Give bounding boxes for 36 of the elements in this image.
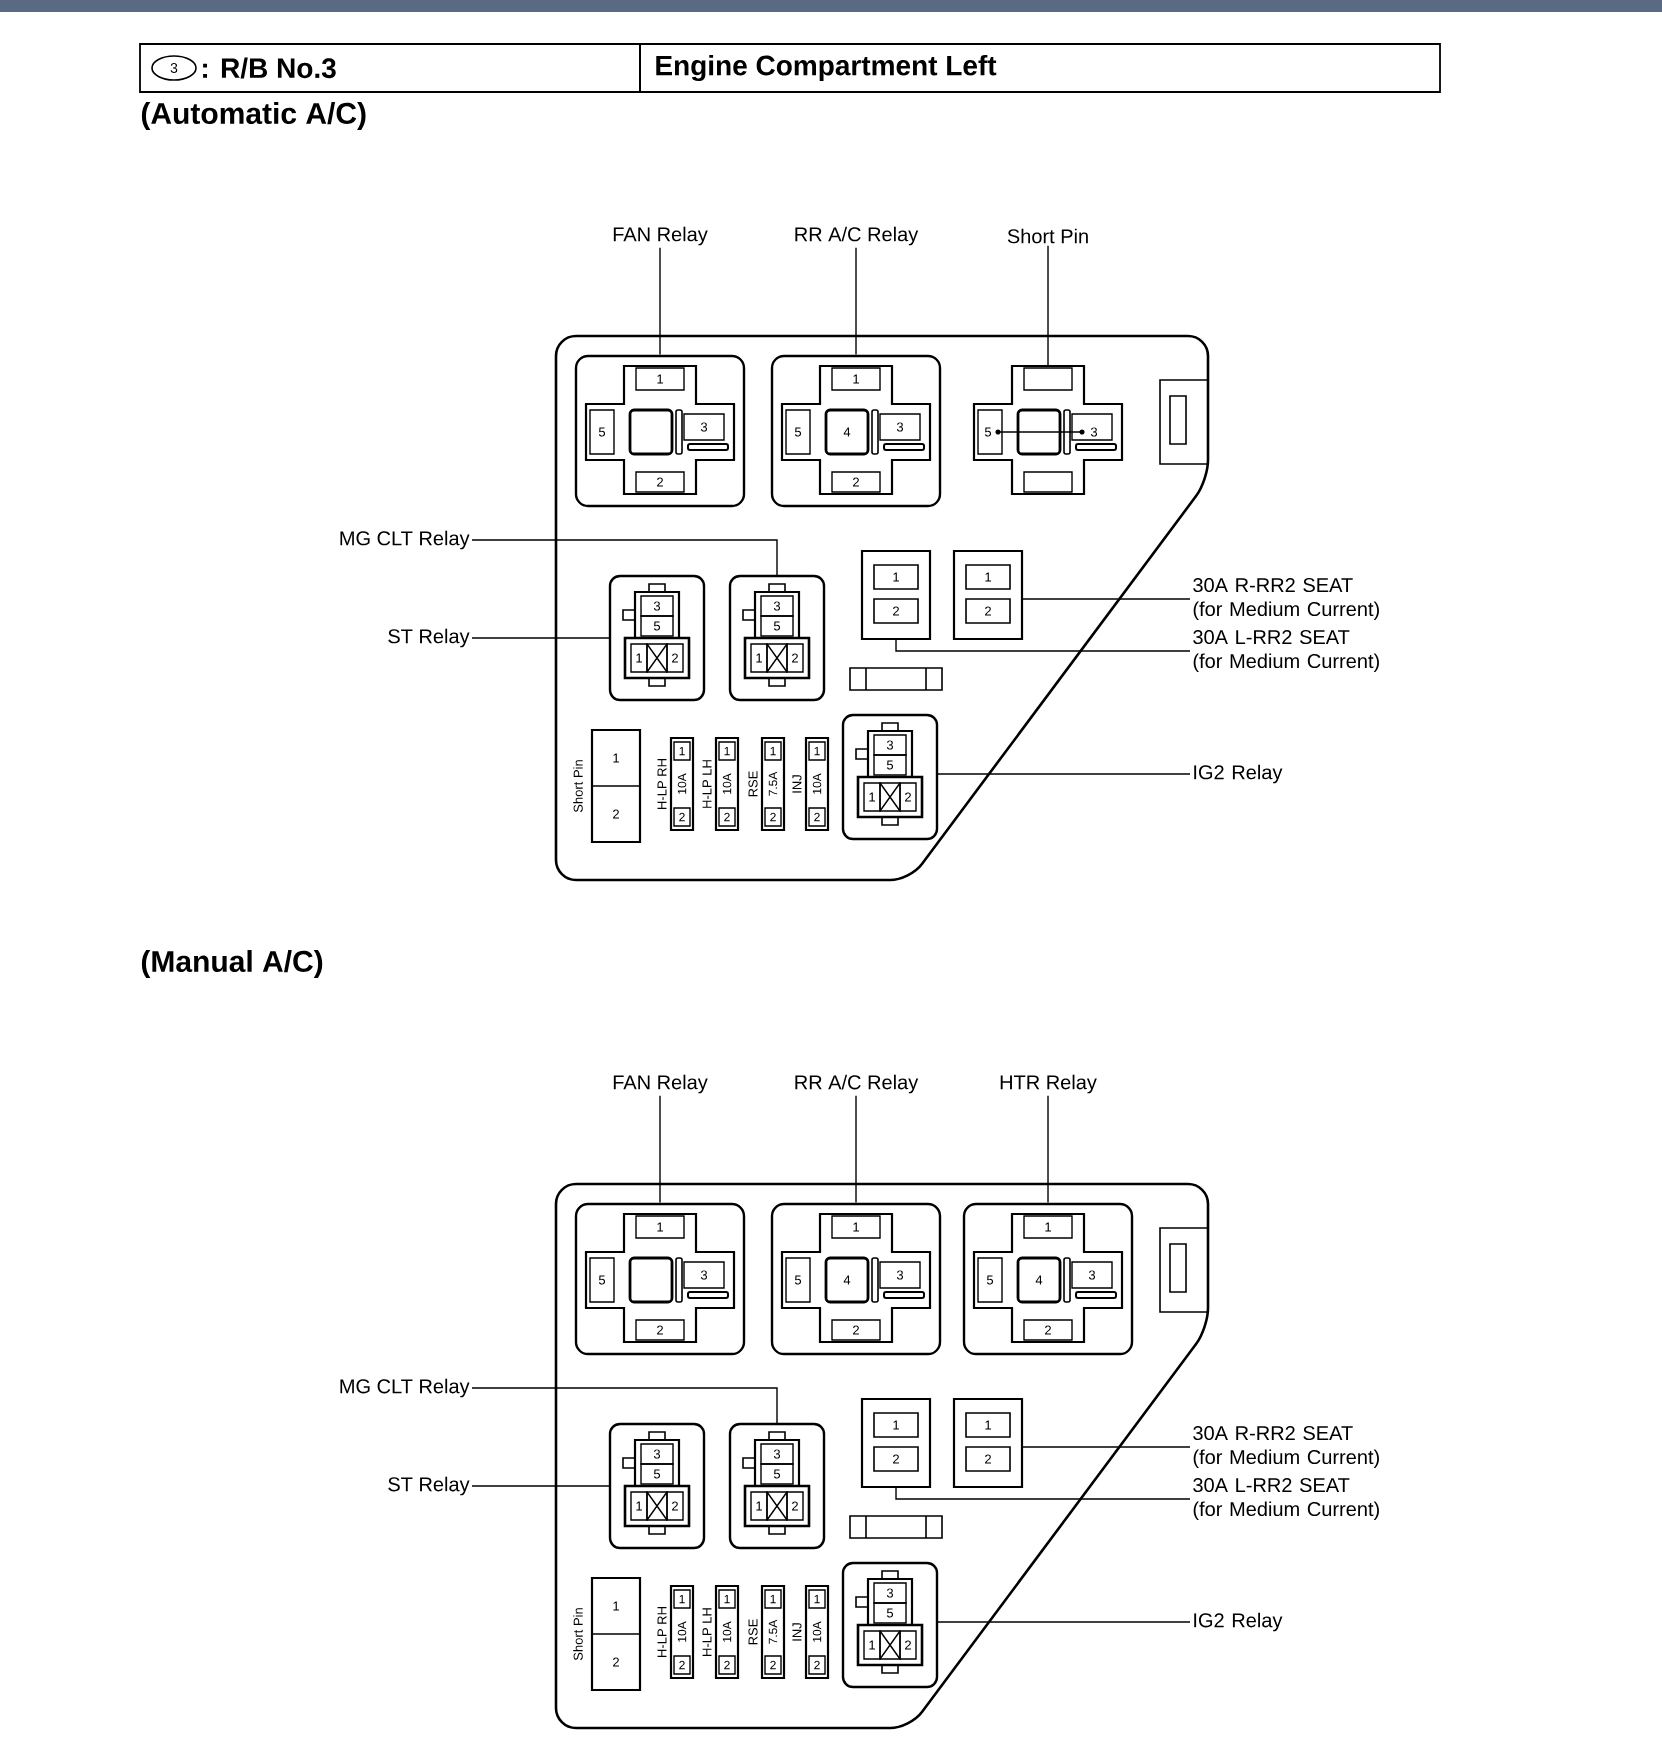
callout-label: 30A L-RR2 SEAT (for Medium Current) [1193,629,1379,673]
leader-line [471,539,778,577]
callout-label: HTR Relay [1000,1074,1097,1094]
callout-label: Short Pin [1007,228,1088,244]
leader-line [471,1485,611,1487]
header-text: : R/B No.3 [203,57,336,79]
leader-line [1021,1446,1191,1448]
callout-label: MG CLT Relay [340,1378,470,1398]
leader-line [659,1095,661,1204]
leader-line [936,1621,1191,1623]
leader-line [895,638,1191,652]
leader-line [895,1486,1191,1500]
section-heading: (Automatic A/C) [141,102,366,130]
leader-line [659,247,661,356]
callout-label: RR A/C Relay [795,226,919,246]
callout-label: FAN Relay [613,1074,708,1094]
leader-line [855,247,857,356]
callout-label: 30A L-RR2 SEAT (for Medium Current) [1193,1477,1379,1521]
callout-label: 30A R-RR2 SEAT (for Medium Current) [1193,1425,1379,1469]
leader-line [471,637,611,639]
leader-line [1047,245,1049,367]
leader-line [1047,1095,1049,1204]
callout-label: ST Relay [388,1476,470,1496]
leader-line [471,1387,778,1425]
leader-line [855,1095,857,1204]
callout-label: FAN Relay [613,226,708,246]
table-cell: Engine Compartment Left [639,43,1441,93]
callout-label: IG2 Relay [1194,1612,1283,1632]
callout-label: IG2 Relay [1194,764,1283,784]
leader-line [936,773,1191,775]
callout-label: RR A/C Relay [795,1074,919,1094]
callout-label: MG CLT Relay [340,530,470,550]
section-heading: (Manual A/C) [141,950,323,978]
callout-label: ST Relay [388,628,470,648]
leader-line [1021,598,1191,600]
callout-label: 30A R-RR2 SEAT (for Medium Current) [1193,577,1379,621]
